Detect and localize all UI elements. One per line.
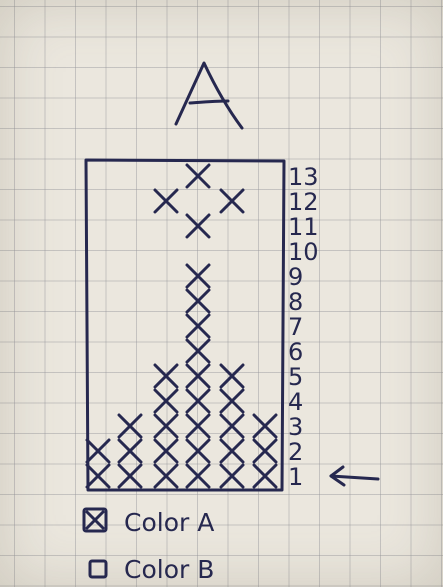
- row-number-label: 10: [288, 238, 319, 266]
- chart-row-7: [187, 315, 209, 337]
- stitch-x-mark: [187, 165, 209, 187]
- stitch-x-mark: [155, 415, 177, 437]
- stitch-x-mark: [155, 440, 177, 462]
- row-number-label: 6: [288, 338, 303, 366]
- chart-row-13: [187, 165, 209, 187]
- chart-row-4: [155, 390, 243, 412]
- stitch-x-mark: [221, 465, 243, 487]
- stitch-x-mark: [221, 190, 243, 212]
- stitch-x-mark: [155, 190, 177, 212]
- stitch-x-mark: [187, 390, 209, 412]
- chart-row-6: [187, 340, 209, 362]
- chart-row-3: [119, 415, 276, 437]
- row-number-label: 4: [288, 388, 303, 416]
- legend-label-color-b: Color B: [124, 555, 214, 584]
- legend: Color A Color B: [84, 508, 214, 584]
- stitch-x-mark: [119, 465, 141, 487]
- stitch-x-mark: [221, 440, 243, 462]
- stitch-x-mark: [187, 265, 209, 287]
- title-letter-a: [176, 63, 242, 128]
- stitch-x-mark: [119, 440, 141, 462]
- stitch-x-mark: [221, 415, 243, 437]
- stitch-x-mark: [254, 415, 276, 437]
- row-number-label: 3: [288, 413, 303, 441]
- stitch-x-mark: [155, 365, 177, 387]
- stitch-x-mark: [187, 315, 209, 337]
- stitch-x-mark: [187, 440, 209, 462]
- row-number-label: 2: [288, 438, 303, 466]
- chart-row-12: [155, 190, 243, 212]
- stitch-x-mark: [187, 215, 209, 237]
- stitch-x-mark: [87, 465, 109, 487]
- legend-item-color-b: Color B: [90, 555, 214, 584]
- row-number-label: 8: [288, 288, 303, 316]
- stitch-x-mark: [187, 415, 209, 437]
- chart-row-1: [87, 465, 276, 487]
- row-number-label: 12: [288, 188, 319, 216]
- legend-label-color-a: Color A: [124, 508, 214, 537]
- chart-row-5: [155, 365, 243, 387]
- stitch-x-mark: [155, 390, 177, 412]
- chart-row-11: [187, 215, 209, 237]
- start-row-arrow: [331, 467, 378, 485]
- row-number-label: 7: [288, 313, 303, 341]
- legend-empty-box-icon: [90, 561, 106, 577]
- row-number-label: 9: [288, 263, 303, 291]
- stitch-x-mark: [187, 365, 209, 387]
- row-number-label: 11: [288, 213, 319, 241]
- stitch-x-mark: [155, 465, 177, 487]
- stitch-x-mark: [187, 340, 209, 362]
- row-number-label: 13: [288, 163, 319, 191]
- stitch-x-mark: [187, 290, 209, 312]
- stitch-x-mark: [87, 440, 109, 462]
- legend-item-color-a: Color A: [84, 508, 214, 537]
- stitch-x-mark: [254, 440, 276, 462]
- chart-row-9: [187, 265, 209, 287]
- stitch-x-mark: [221, 390, 243, 412]
- stitch-x-mark: [187, 465, 209, 487]
- row-number-label: 1: [288, 463, 303, 491]
- stitch-x-mark: [119, 415, 141, 437]
- row-number-label: 5: [288, 363, 303, 391]
- stitch-x-mark: [221, 365, 243, 387]
- chart-row-2: [87, 440, 276, 462]
- chart-row-8: [187, 290, 209, 312]
- stitch-x-mark: [254, 465, 276, 487]
